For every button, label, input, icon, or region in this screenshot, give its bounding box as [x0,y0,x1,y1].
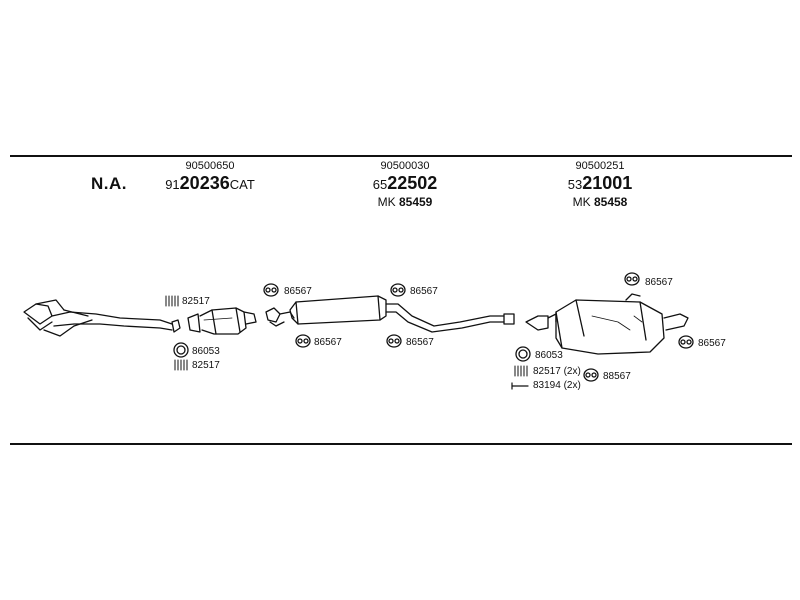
ring-label: 86053 [535,350,563,361]
part-number: 6522502 [345,173,465,195]
bolt-label: 83194 (2x) [533,380,581,391]
region-label: N.A. [91,174,127,193]
rear-silencer-part-group: 90500251 5321001 MK 85458 [540,160,660,209]
rear-silencer [525,293,689,355]
sealing-ring-icon [173,342,189,358]
part-number-main: 21001 [582,173,633,193]
hanger-label: 86567 [698,338,726,349]
part-number-prefix: 65 [372,177,388,192]
rubber-hanger-icon [263,283,279,297]
mounting-kit-prefix: MK [572,195,591,209]
hanger-label: 88567 [603,371,631,382]
rubber-hanger-icon [678,335,694,349]
clamp-label: 82517 (2x) [533,366,581,377]
oe-number: 90500030 [380,160,430,172]
rubber-hanger-icon [624,272,640,286]
rubber-hanger-icon [295,334,311,348]
oe-number: 90500251 [575,160,625,172]
part-number-main: 22502 [387,173,438,193]
middle-silencer-part-group: 90500030 6522502 MK 85459 [345,160,465,209]
bolt-icon [511,382,529,390]
part-number: 9120236CAT [150,173,270,195]
mounting-kit-number: MK 85458 [540,195,660,209]
mounting-kit-value: 85458 [593,195,628,209]
rubber-hanger-icon [390,283,406,297]
clamp-label: 82517 [182,296,210,307]
rubber-hanger-icon [386,334,402,348]
hanger-label: 86567 [410,286,438,297]
mounting-kit-number: MK 85459 [345,195,465,209]
catalytic-converter-part-group: 90500650 9120236CAT [150,160,270,195]
part-number: 5321001 [540,173,660,195]
catalytic-converter [187,307,257,335]
mounting-kit-prefix: MK [377,195,396,209]
hanger-label: 86567 [284,286,312,297]
clamp-icon [174,359,188,371]
sealing-ring-icon [515,346,531,362]
top-divider [10,155,792,157]
mounting-kit-value: 85459 [398,195,433,209]
oe-number: 90500650 [185,160,235,172]
hanger-label: 86567 [645,277,673,288]
part-number-suffix: CAT [229,177,255,192]
rubber-hanger-icon [583,368,599,382]
middle-silencer-pipe [265,295,515,333]
part-number-main: 20236 [179,173,230,193]
hanger-label: 86567 [314,337,342,348]
part-number-prefix: 91 [165,177,180,192]
clamp-icon [165,295,179,307]
front-downpipe [23,299,181,337]
bottom-divider [10,443,792,445]
part-number-prefix: 53 [567,177,583,192]
clamp-label: 82517 [192,360,220,371]
hanger-label: 86567 [406,337,434,348]
ring-label: 86053 [192,346,220,357]
clamp-icon [514,365,528,377]
